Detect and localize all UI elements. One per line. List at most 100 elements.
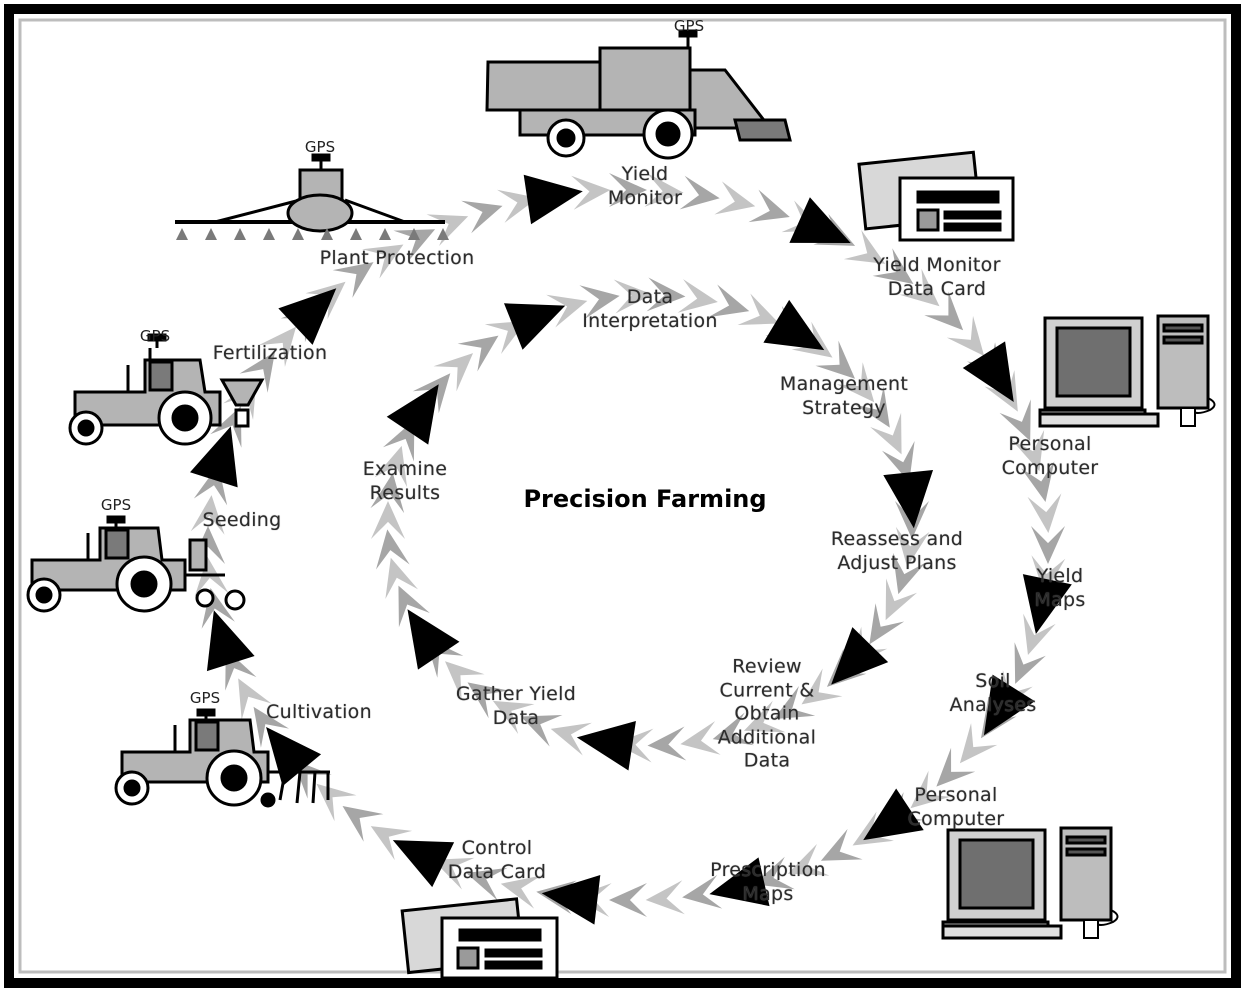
personal-computer-icon-1 xyxy=(1038,314,1216,428)
inner-cycle-chevron xyxy=(737,293,780,326)
tractor-cultivator-icon xyxy=(114,708,330,808)
combine-harvester-icon xyxy=(485,29,792,160)
outer-cycle-chevron xyxy=(238,678,272,720)
outer-cycle-chevron xyxy=(253,706,290,748)
outer-cycle-arrowhead xyxy=(789,197,851,244)
diagram-title: Precision Farming xyxy=(523,485,767,513)
outer-cycle-chevron xyxy=(426,214,469,247)
outer-cycle-arrowhead xyxy=(541,875,601,925)
outer-cycle-arrowhead xyxy=(190,426,238,488)
outer-cycle-chevron xyxy=(342,805,384,842)
outer-cycle-arrowhead xyxy=(278,288,337,345)
tractor-fertilizer-icon xyxy=(68,333,265,446)
inner-cycle-chevron xyxy=(680,721,721,755)
inner-cycle-chevron xyxy=(870,412,902,455)
inner-cycle-chevron xyxy=(885,578,917,621)
outer-cycle-chevron xyxy=(609,883,647,917)
inner-cycle-chevron xyxy=(383,419,415,462)
outer-frame xyxy=(4,4,1241,988)
inner-cycle-chevron xyxy=(444,661,485,700)
outer-cycle-chevron xyxy=(305,281,346,320)
gps-label-seeder: GPS xyxy=(100,496,132,514)
outer-cycle-chevron xyxy=(1023,613,1056,655)
inner-cycle-chevron xyxy=(855,386,890,428)
outer-cycle-chevron xyxy=(899,268,940,307)
gps-label-fertilizer: GPS xyxy=(139,327,171,345)
spray-nozzles xyxy=(176,228,449,240)
inner-cycle-arrowhead xyxy=(407,609,460,670)
outer-cycle-chevron xyxy=(239,351,275,393)
label-fertilization: Fertilization xyxy=(212,342,328,364)
inner-cycle-arrowhead xyxy=(503,303,566,350)
inner-cycle-chevron xyxy=(892,552,926,595)
outer-cycle-chevron xyxy=(936,747,976,787)
outer-cycle-arrowhead xyxy=(206,610,255,672)
inner-cycle-arrowhead xyxy=(883,470,934,529)
inner-cycle-chevron xyxy=(433,353,474,392)
outer-cycle-chevron xyxy=(258,326,297,367)
outer-cycle-chevron xyxy=(466,867,508,901)
inner-cycle-chevron xyxy=(743,700,786,733)
inner-cycle-chevron xyxy=(467,682,509,719)
outer-cycle-chevron xyxy=(571,175,611,210)
outer-cycle-chevron xyxy=(910,770,951,809)
outer-cycle-chevron xyxy=(984,370,1018,412)
outer-cycle-chevron xyxy=(872,248,914,285)
inner-cycle-chevron xyxy=(376,529,410,570)
outer-cycle-chevron xyxy=(1014,642,1046,684)
label-seeding: Seeding xyxy=(202,509,282,531)
inner-cycle-chevron xyxy=(398,585,430,628)
inner-cycle-chevron xyxy=(520,714,563,747)
outer-cycle-chevron xyxy=(946,315,985,357)
inner-cycle-chevron xyxy=(371,501,405,539)
outer-cycle-chevron xyxy=(924,291,964,331)
inner-cycle-chevron xyxy=(869,603,905,645)
outer-cycle-chevron xyxy=(1031,555,1066,595)
label-cultivation: Cultivation xyxy=(266,701,372,723)
inner-cycle-chevron xyxy=(550,722,592,756)
machines xyxy=(26,29,1216,980)
inner-cycle-chevron xyxy=(677,279,718,313)
inner-cycle-chevron xyxy=(614,728,654,763)
gps-label-combine: GPS xyxy=(673,17,705,35)
outer-cycle-chevron xyxy=(748,189,790,223)
outer-cycle-chevron xyxy=(852,811,894,846)
inner-frame xyxy=(18,18,1227,974)
personal-computer-icon-2 xyxy=(941,826,1119,940)
spray-nozzle-icon xyxy=(176,228,188,240)
outer-cycle-chevron xyxy=(1011,429,1045,472)
inner-cycle-chevron xyxy=(773,685,816,720)
outer-cycle-chevron xyxy=(500,875,542,909)
outer-cycle-arrowhead xyxy=(863,788,924,841)
outer-cycle-chevron xyxy=(820,828,863,861)
inner-cycle-chevron xyxy=(895,526,930,567)
outer-cycle-chevron xyxy=(644,172,684,207)
outer-cycle-chevron xyxy=(194,557,229,597)
inner-cycle-chevron xyxy=(457,335,499,372)
inner-cycle-arrowhead xyxy=(576,721,636,771)
inner-cycle-chevron xyxy=(836,362,875,403)
inner-cycle-chevron xyxy=(385,557,418,600)
inner-cycle-chevron xyxy=(708,284,750,318)
outer-cycle-chevron xyxy=(645,880,685,915)
spray-nozzle-icon xyxy=(379,228,391,240)
outer-cycle-chevron xyxy=(1027,493,1062,533)
label-plant-protection: Plant Protection xyxy=(319,247,475,269)
outer-cycle-chevron xyxy=(461,200,503,234)
outer-cycle-chevron xyxy=(362,244,404,279)
sprayer-icon xyxy=(175,153,445,233)
inner-cycle-chevron xyxy=(412,373,451,414)
yield-monitor-data-card-icon xyxy=(857,150,1015,242)
outer-cycle-chevron xyxy=(210,406,242,448)
